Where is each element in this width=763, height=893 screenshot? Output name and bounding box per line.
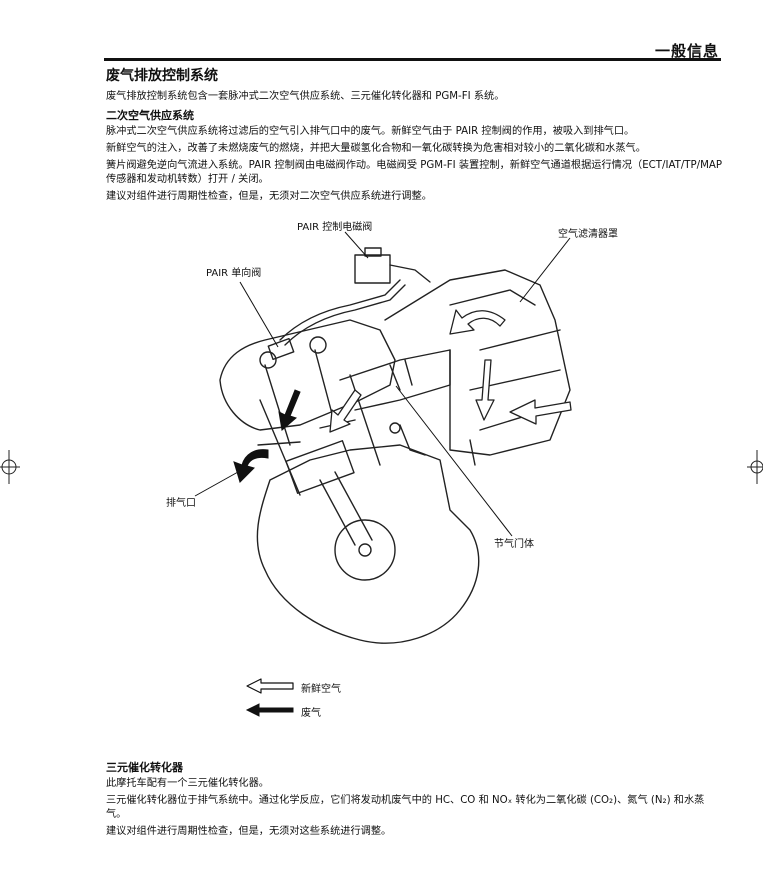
cylinder-wall [259,374,381,496]
pair-pipe [279,279,401,341]
label-air-cleaner: 空气滤清器罩 [558,229,618,240]
exhaust-arrow-icon [245,703,294,717]
label-exhaust-port: 排气口 [166,498,196,509]
section-intro: 废气排放控制系统包含一套脉冲式二次空气供应系统、三元催化转化器和 PGM-FI … [106,91,505,102]
valve-exhaust [257,364,301,446]
secondary-air-paragraph-3: 簧片阀避免逆向气流进入系统。PAIR 控制阀由电磁阀作动。电磁阀受 PGM-FI… [106,160,722,185]
secondary-air-paragraph-2: 新鲜空气的注入，改善了未燃烧废气的燃烧，并把大量碳氢化合物和一氧化碳转换为危害相… [106,143,646,154]
fresh-air-arrow-2 [449,309,506,335]
leader-air-cleaner [519,237,571,303]
crankshaft [334,519,396,581]
connecting-rod [319,471,373,546]
legend-exhaust-gas-label: 废气 [301,708,321,719]
header-rule [104,58,721,61]
page-header-title: 一般信息 [654,42,719,60]
leader-pair-check-valve [239,281,279,348]
catalyst-title: 三元催化转化器 [106,761,183,774]
cylinder-head [219,319,396,431]
pair-solenoid-body [354,254,391,284]
secondary-air-paragraph-1: 脉冲式二次空气供应系统将过滤后的空气引入排气口中的废气。新鲜空气由于 PAIR … [106,126,635,137]
label-pair-solenoid: PAIR 控制电磁阀 [297,222,373,233]
legend-exhaust-gas: 废气 [245,700,445,724]
legend-fresh-air: 新鲜空气 [245,676,445,700]
leader-throttle-body [395,385,513,537]
pair-check-valve-body [267,337,295,361]
catalyst-section: 三元催化转化器 此摩托车配有一个三元催化转化器。 三元催化转化器位于排气系统中。… [106,756,724,842]
label-pair-check-valve: PAIR 单向阀 [206,268,262,279]
section-title: 废气排放控制系统 [106,68,218,84]
secondary-air-paragraph-4: 建议对组件进行周期性检查，但是，无须对二次空气供应系统进行调整。 [106,191,432,202]
catalyst-paragraph-1: 此摩托车配有一个三元催化转化器。 [106,778,269,789]
registration-mark-right [747,450,763,484]
leader-pair-solenoid [344,231,369,259]
diagram-legend: 新鲜空气 废气 [245,676,445,724]
legend-fresh-air-label: 新鲜空气 [301,684,341,695]
leader-exhaust-port [194,471,239,497]
fresh-air-arrow-3 [475,359,495,421]
catalyst-paragraph-2: 三元催化转化器位于排气系统中。通过化学反应，它们将发动机废气中的 HC、CO 和… [106,795,705,820]
main-content: 废气排放控制系统 废气排放控制系统包含一套脉冲式二次空气供应系统、三元催化转化器… [106,66,724,207]
fresh-air-arrow-icon [246,678,294,694]
label-throttle-body: 节气门体 [494,539,534,550]
secondary-air-title: 二次空气供应系统 [106,109,194,122]
registration-mark-left [0,450,20,484]
engine-diagram-illustration [194,231,572,644]
engine-diagram [150,210,620,660]
fresh-air-arrow-1 [509,399,572,425]
fresh-air-arrow-4 [329,389,362,433]
exhaust-arrow-2 [278,389,301,431]
crankcase-outline [256,444,480,644]
catalyst-paragraph-3: 建议对组件进行周期性检查，但是，无须对这些系统进行调整。 [106,826,392,837]
airbox [384,269,571,456]
exhaust-arrow-1 [233,449,269,483]
